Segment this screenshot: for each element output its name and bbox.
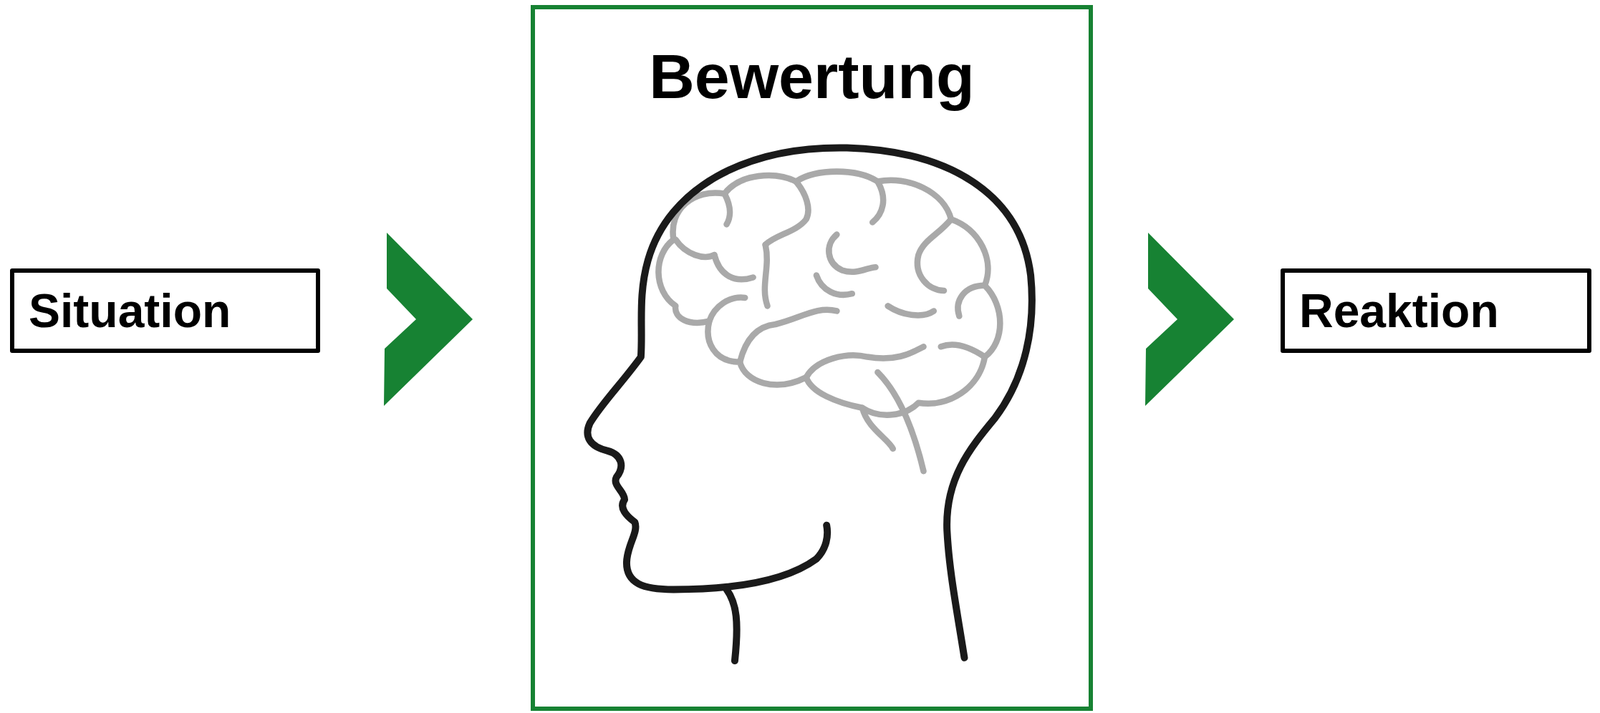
head-illustration [530, 5, 1093, 712]
chevron-arrow [1145, 232, 1235, 407]
situation-box: Situation [10, 268, 321, 354]
reaction-box: Reaktion [1280, 268, 1592, 354]
chevron-arrow [383, 232, 473, 407]
node-label: Bewertung [535, 45, 1089, 109]
node-label: Situation [28, 283, 231, 339]
node-label: Reaktion [1299, 283, 1500, 339]
evaluation-box: Bewertung [530, 5, 1093, 712]
